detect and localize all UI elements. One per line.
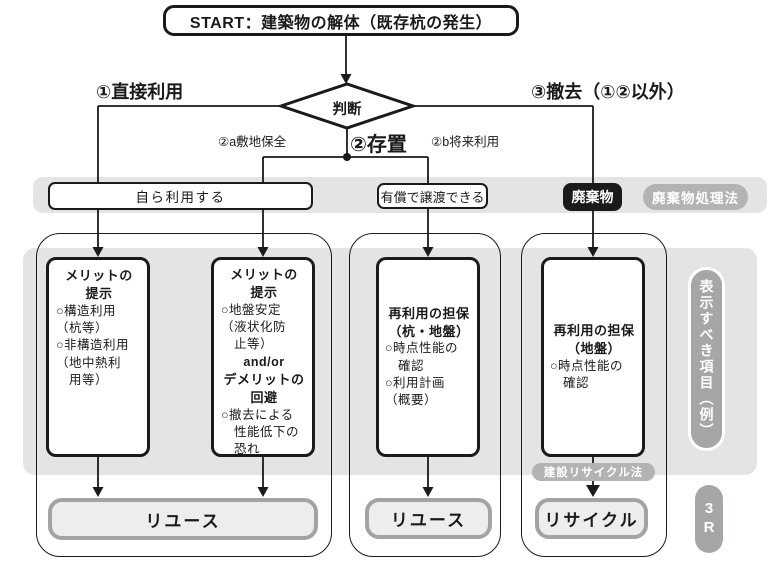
branch-future-use-label: ②b将来利用 — [431, 135, 500, 149]
col3-heading: 再利用の担保 （杭・地盤） — [388, 305, 470, 339]
decision-diamond — [276, 82, 418, 130]
item-box-structural-use: メリットの 提示 ○構造利用 （杭等） ○非構造利用 （地中熱利 用等） — [46, 257, 150, 457]
display-items-label: 表示すべき項目（例） — [698, 279, 715, 439]
recycle-law-label: 建設リサイクル法 — [543, 467, 644, 479]
display-items-badge: 表示すべき項目（例） — [688, 267, 725, 451]
branch-leave-in-place-label: ②存置 — [350, 134, 407, 156]
col1-body: ○構造利用 （杭等） ○非構造利用 （地中熱利 用等） — [56, 303, 130, 387]
branch-direct-use-label: ①直接利用 — [96, 82, 184, 102]
arrowheads — [92, 74, 600, 497]
waste-law-badge: 廃棄物処理法 — [643, 184, 748, 210]
waste-node: 廃棄物 — [563, 183, 622, 211]
start-label: START：建築物の解体（既存杭の発生） — [189, 14, 493, 32]
outcome-recycle: リサイクル — [535, 498, 648, 539]
three-r-badge: 3R — [695, 485, 723, 553]
group-direct-use — [36, 233, 332, 557]
three-r-label: 3R — [700, 500, 718, 538]
group-future-use — [349, 233, 501, 557]
junction-dot — [343, 153, 351, 161]
outcome-reuse-1: リユース — [48, 498, 318, 540]
paid-transfer-label: 有償で譲渡できる — [380, 189, 485, 205]
col1-heading: メリットの 提示 — [65, 268, 133, 301]
col2-connector: and/or — [243, 354, 285, 369]
reuse2-label: リユース — [390, 511, 467, 530]
col3-body: ○時点性能の 確認 ○利用計画 （概要） — [385, 341, 459, 408]
paid-transfer-node: 有償で譲渡できる — [377, 183, 488, 209]
self-use-node: 自ら利用する — [48, 182, 313, 210]
item-box-ground-stability: メリットの 提示 ○地盤安定 （液状化防 止等） and/or デメリットの 回… — [211, 257, 315, 457]
recycle-label: リサイクル — [544, 511, 639, 530]
item-box-reuse-guarantee-pile: 再利用の担保 （杭・地盤） ○時点性能の 確認 ○利用計画 （概要） — [376, 257, 480, 457]
reuse1-label: リユース — [145, 511, 221, 531]
waste-law-label: 廃棄物処理法 — [652, 191, 739, 206]
col2-body2: ○撤去による 性能低下の 恐れ — [221, 407, 300, 457]
waste-label: 廃棄物 — [571, 189, 614, 205]
col2-body1: ○地盤安定 （液状化防 止等） — [221, 302, 287, 352]
branch-removal-label: ③撤去（①②以外） — [531, 82, 685, 102]
start-node: START：建築物の解体（既存杭の発生） — [163, 5, 519, 36]
outcome-reuse-2: リユース — [365, 498, 492, 539]
group-removal — [521, 233, 667, 557]
item-box-reuse-guarantee-ground: 再利用の担保 （地盤） ○時点性能の 確認 — [541, 257, 645, 457]
col2-heading2: デメリットの 回避 — [223, 371, 305, 405]
decision-label: 判断 — [332, 102, 362, 118]
self-use-label: 自ら利用する — [135, 190, 226, 205]
recycle-law-badge: 建設リサイクル法 — [532, 463, 655, 481]
col4-body: ○時点性能の 確認 — [550, 358, 624, 390]
col2-heading: メリットの 提示 — [230, 267, 298, 300]
col4-heading: 再利用の担保 （地盤） — [553, 322, 635, 356]
branch-site-preservation-label: ②a敷地保全 — [218, 135, 287, 149]
